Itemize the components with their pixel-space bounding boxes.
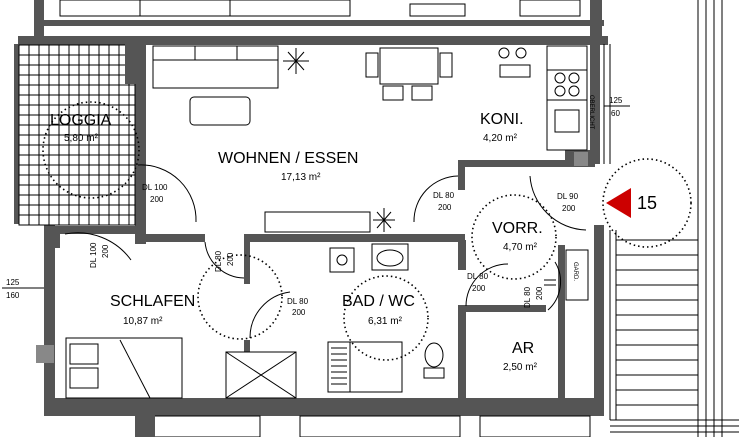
kitchen-counter [546,45,588,151]
room-area-loggia: 5,80 m² [64,133,99,144]
entrance-arrow-icon [606,188,631,218]
neighbor-unit-bottom [44,404,739,437]
entrance-number: 15 [637,193,657,213]
door-6-bottom: 200 [562,204,576,213]
bathtub [349,341,403,393]
door-8-bottom: 200 [535,286,544,300]
door-6-top: DL 90 [557,192,579,201]
coffee-table [189,96,251,126]
bathroom: BAD / WC 6,31 m² [327,243,445,393]
room-name-bad: BAD / WC [342,293,415,310]
dim-right-top: 125 [609,96,623,105]
room-area-schlafen: 10,87 m² [123,316,163,327]
room-name-ar: AR [512,340,534,357]
door-5-bottom: 200 [438,203,452,212]
door-3-bottom: 200 [226,252,235,266]
tv-board [264,211,371,233]
doors: DL 100 200 DL 100 200 DL 80 200 DL 80 20… [64,164,587,339]
storage-room: AR 2,50 m² [503,279,556,373]
plant-icon [283,48,309,74]
room-area-vorr: 4,70 m² [503,242,538,253]
dining-table [379,47,439,85]
window-dimension-right: 125 60 [604,96,630,118]
door-7-bottom: 200 [472,284,486,293]
door-5-top: DL 80 [433,191,455,200]
door-3-top: DL 80 [214,250,223,272]
room-area-wohnen: 17,13 m² [281,172,321,183]
door-1-top: DL 100 [142,183,168,192]
plant-icon-2 [373,208,395,232]
room-name-loggia: LOGGIA [50,112,112,129]
room-area-bad: 6,31 m² [368,316,403,327]
living-dining-room: WOHNEN / ESSEN 17,13 m² [152,45,453,233]
sofa [152,45,279,89]
door-4-bottom: 200 [292,308,306,317]
door-4-top: DL 80 [287,297,309,306]
door-7-top: DL 80 [467,272,489,281]
facade-lines [603,0,723,437]
dim-left-top: 125 [6,278,20,287]
room-name-schlafen: SCHLAFEN [110,293,195,310]
door-2-bottom: 200 [101,244,110,258]
dim-right-bottom: 60 [611,109,620,118]
loggia-area: LOGGIA 5,80 m² [18,44,145,226]
hallway: VORR. 4,70 m² GARD. [471,194,589,301]
kitchen-niche: KONI. 4,20 m² OBERLICHT [480,45,594,166]
room-name-koni: KONI. [480,111,524,128]
sink [554,109,580,133]
neighbor-unit-top [34,0,604,44]
gard-label: GARD. [572,262,578,281]
washing-machine [329,247,355,273]
window-dimension-left: 125 160 [2,278,44,300]
bedroom: SCHLAFEN 10,87 m² [36,254,297,399]
room-area-ar: 2,50 m² [503,362,538,373]
room-name-wohnen: WOHNEN / ESSEN [218,150,358,167]
room-area-koni: 4,20 m² [483,133,518,144]
room-name-vorr: VORR. [492,220,543,237]
toilet-icon [424,342,444,368]
dim-left-bottom: 160 [6,291,20,300]
oberlicht-label: OBERLICHT [588,95,594,130]
door-1-bottom: 200 [150,195,164,204]
door-2-top: DL 100 [89,242,98,268]
entrance-marker: 15 [602,158,692,248]
wardrobe [565,249,589,301]
door-8-top: DL 80 [523,286,532,308]
